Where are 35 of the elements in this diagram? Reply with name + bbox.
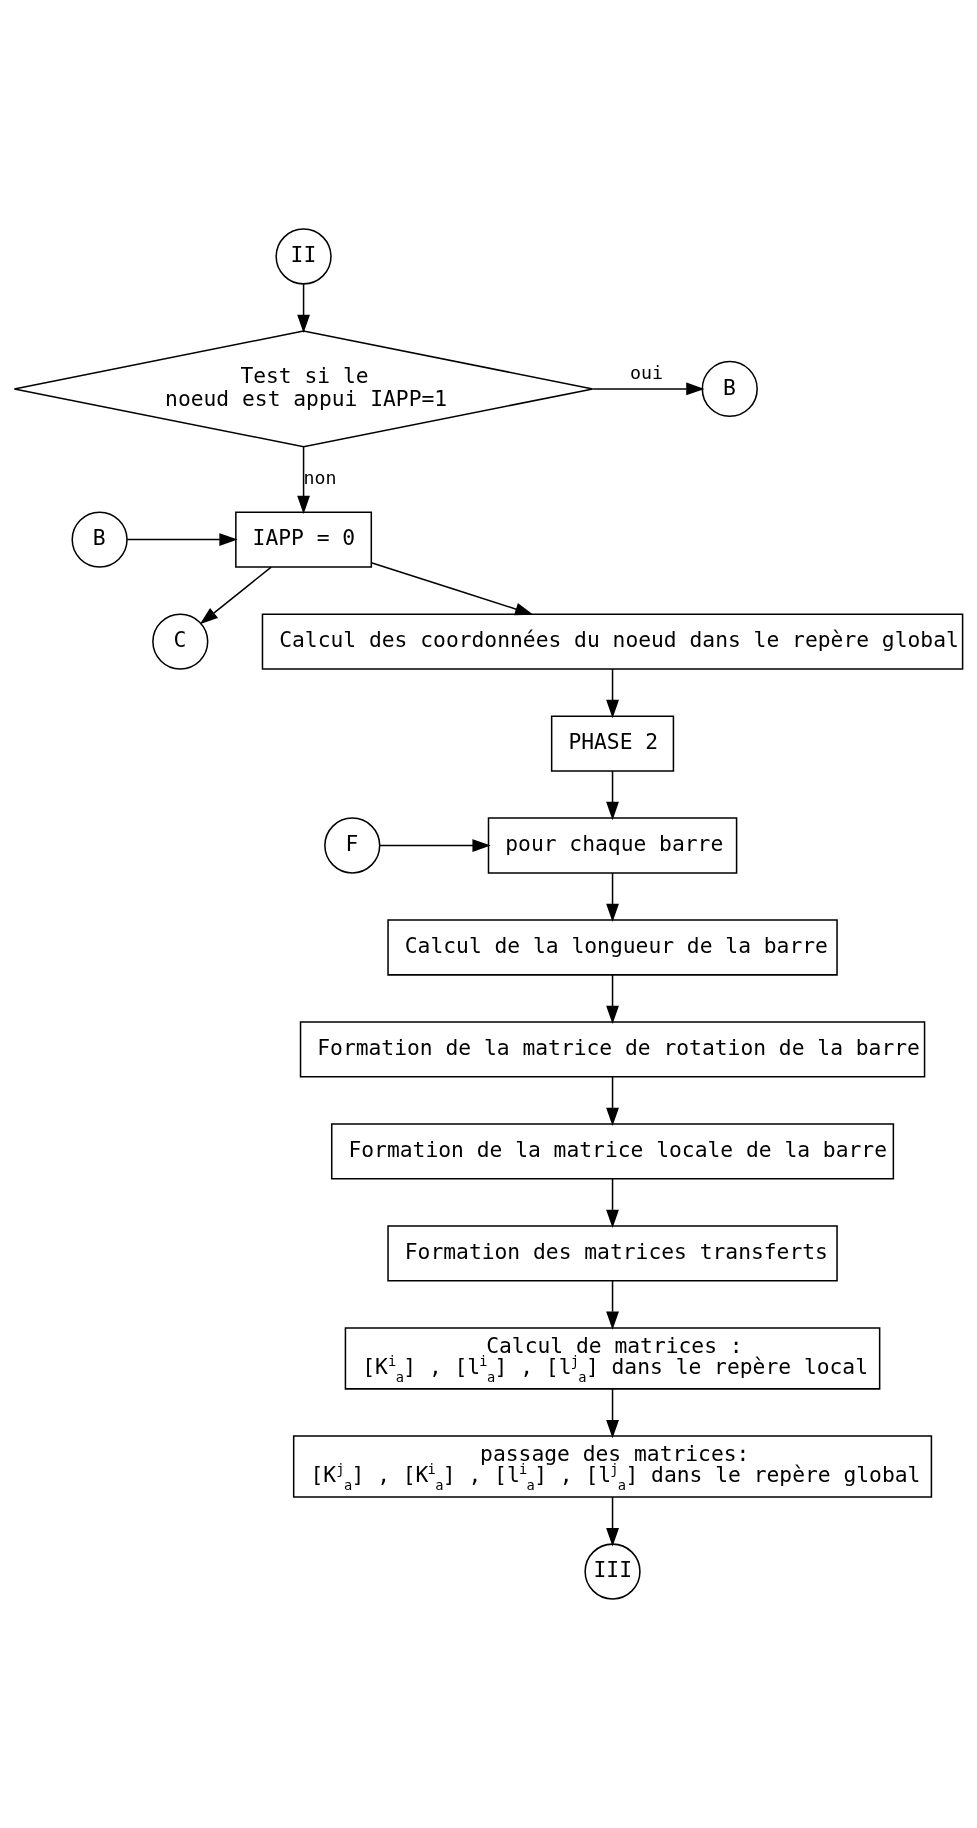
arrow [606, 1178, 619, 1229]
node-circle: F [324, 817, 381, 874]
node-circle: C [152, 613, 209, 670]
arrow [606, 1388, 619, 1439]
arrow [606, 1496, 619, 1547]
node-circle: B [701, 360, 758, 418]
node-box: pour chaque barre [487, 817, 738, 874]
arrow [606, 668, 619, 719]
node-box: Formation de la matrice locale de la barre [330, 1123, 895, 1180]
node-box: Calcul de matrices : [K$^{i}$$_{a}$] , [l$^{i}$$_{a}$] , [l$^{j}$$_{a}$] dans le repère local [344, 1327, 881, 1390]
edge-label: non [303, 467, 337, 489]
node-box: PHASE 2 [550, 715, 675, 772]
node-box: IAPP = 0 [235, 511, 373, 568]
node-circle: III [584, 1543, 641, 1600]
node-box: Formation de la matrice de rotation de la barre [299, 1021, 926, 1078]
node-circle: II [275, 228, 332, 285]
node-box: Calcul de la longueur de la barre [387, 919, 838, 976]
arrow [370, 562, 534, 616]
node-circle: B [71, 511, 128, 568]
edge-label: oui [630, 362, 664, 384]
arrow [606, 1076, 619, 1127]
node-box: passage des matrices: [K$^{j}$$_{a}$] , [K$^{i}$$_{a}$] , [l$^{i}$$_{a}$] , [l$^{j}$$_{a}$] dans le repère global [292, 1435, 933, 1498]
arrow [199, 566, 272, 625]
arrow [379, 839, 491, 852]
arrow [126, 533, 238, 546]
arrow [606, 872, 619, 923]
node-box: Calcul des coordonnées du noeud dans le repère global [261, 613, 964, 670]
arrow [606, 770, 619, 821]
node-box: Formation des matrices transferts [387, 1225, 838, 1282]
arrow [297, 283, 310, 334]
node-diamond: Test si le noeud est appui IAPP=1 [13, 330, 594, 448]
arrow [297, 446, 310, 515]
arrow [592, 382, 705, 396]
arrow [606, 1280, 619, 1330]
arrow [606, 974, 619, 1025]
